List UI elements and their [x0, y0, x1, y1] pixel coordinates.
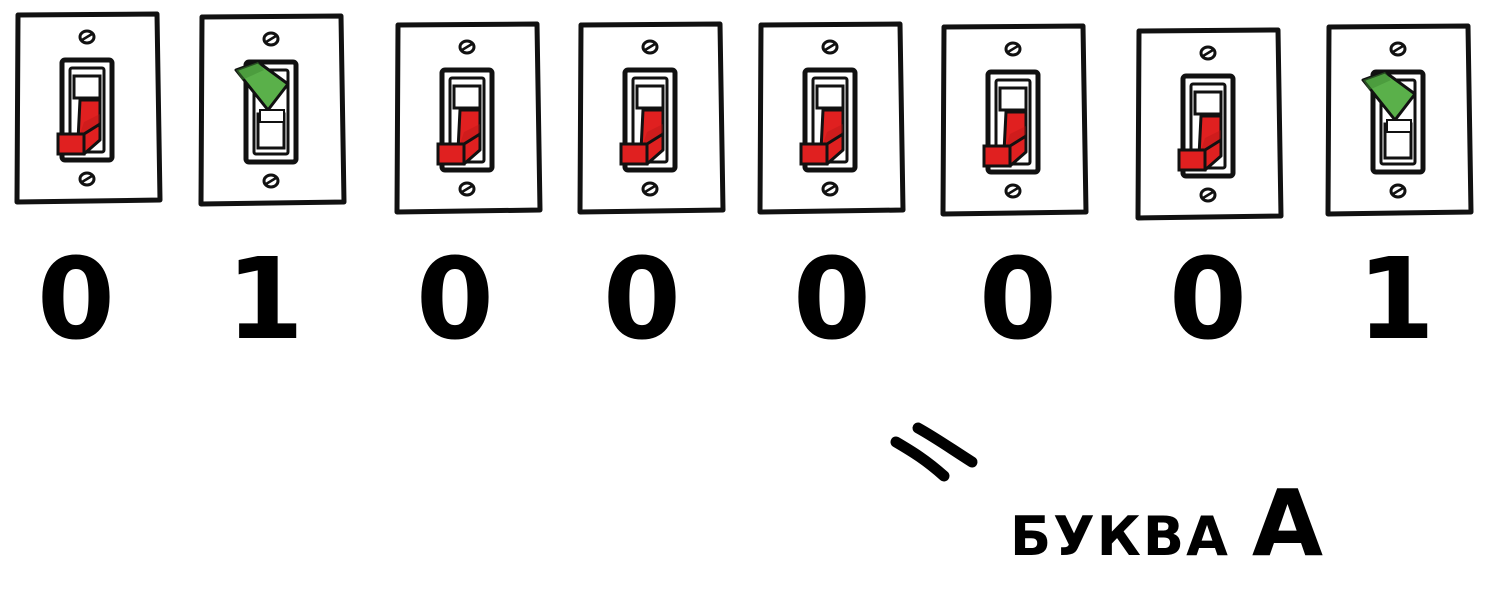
- binary-digit-5: 0: [793, 235, 871, 365]
- binary-digit-row: 0 1 0 0 0 0 0 1: [0, 240, 1500, 360]
- light-switch-8[interactable]: [1325, 23, 1475, 224]
- light-switch-4[interactable]: [577, 21, 727, 222]
- binary-digit-6: 0: [979, 235, 1057, 365]
- equals-sign-icon: [890, 422, 978, 482]
- lever-down: [56, 98, 102, 156]
- lever-up: [234, 60, 290, 123]
- binary-digit-4: 0: [603, 235, 681, 365]
- screw-icon: [458, 181, 476, 197]
- screw-icon: [641, 181, 659, 197]
- switch-row: [0, 0, 1500, 230]
- screw-icon: [1004, 183, 1022, 199]
- lever-base: [72, 74, 102, 100]
- lever-base: [635, 84, 665, 110]
- screw-icon: [78, 29, 96, 45]
- light-switch-2[interactable]: [198, 13, 348, 214]
- binary-digit-1: 0: [37, 235, 115, 365]
- light-switch-1[interactable]: [14, 11, 164, 212]
- screw-icon: [262, 31, 280, 47]
- screw-icon: [821, 39, 839, 55]
- light-switch-6[interactable]: [940, 23, 1090, 224]
- screw-icon: [1389, 183, 1407, 199]
- binary-digit-7: 0: [1169, 235, 1247, 365]
- lever-base: [452, 84, 482, 110]
- light-switch-7[interactable]: [1135, 27, 1285, 228]
- screw-icon: [1004, 41, 1022, 57]
- lever-base: [998, 86, 1028, 112]
- binary-digit-2: 1: [226, 235, 304, 365]
- screw-icon: [458, 39, 476, 55]
- lever-down: [1177, 114, 1223, 172]
- binary-digit-3: 0: [416, 235, 494, 365]
- result-word: БУКВА: [1010, 505, 1230, 568]
- lever-down: [982, 110, 1028, 168]
- lever-down: [799, 108, 845, 166]
- lever-down: [436, 108, 482, 166]
- screw-icon: [78, 171, 96, 187]
- result-letter: A: [1251, 470, 1324, 577]
- lever-up: [1361, 70, 1417, 133]
- lever-down: [619, 108, 665, 166]
- screw-icon: [1199, 45, 1217, 61]
- screw-icon: [262, 173, 280, 189]
- lever-base: [1193, 90, 1223, 116]
- screw-icon: [821, 181, 839, 197]
- lever-base: [815, 84, 845, 110]
- light-switch-5[interactable]: [757, 21, 907, 222]
- screw-icon: [641, 39, 659, 55]
- screw-icon: [1389, 41, 1407, 57]
- screw-icon: [1199, 187, 1217, 203]
- light-switch-3[interactable]: [394, 21, 544, 222]
- result-label: БУКВА A: [1010, 470, 1323, 577]
- binary-digit-8: 1: [1357, 235, 1435, 365]
